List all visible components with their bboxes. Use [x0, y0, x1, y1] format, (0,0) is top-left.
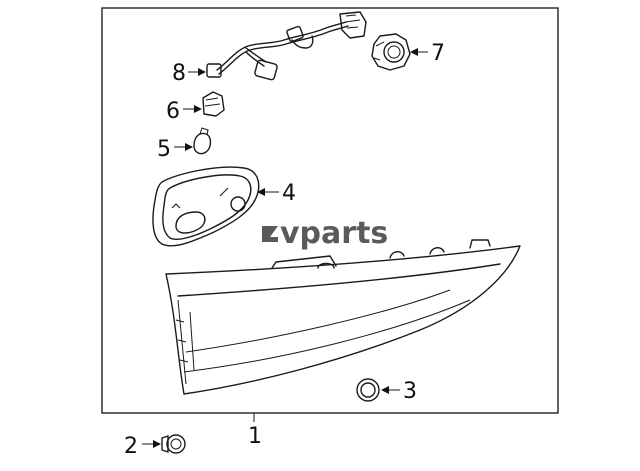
- callout-8: 8: [172, 61, 186, 86]
- callout-5: 5: [157, 137, 171, 162]
- callout-7: 7: [431, 41, 445, 66]
- part-5-bulb: [193, 127, 212, 155]
- part-2-clip: [161, 434, 186, 454]
- part-1-lamp-housing: [165, 239, 521, 395]
- part-7-socket: [371, 33, 411, 71]
- watermark-text: vparts: [280, 216, 388, 251]
- part-4-gasket: [152, 166, 260, 247]
- callout-2: 2: [124, 434, 138, 459]
- assembly-frame: [101, 7, 559, 414]
- part-6-bulb-socket: [202, 91, 225, 117]
- callout-3: 3: [403, 379, 417, 404]
- watermark-logo-icon: [262, 226, 278, 242]
- callout-4: 4: [282, 181, 296, 206]
- part-3-grommet: [356, 378, 380, 402]
- callout-6: 6: [166, 99, 180, 124]
- part-8-wiring-harness: [206, 11, 367, 81]
- watermark: vparts: [262, 216, 388, 251]
- callout-1: 1: [248, 424, 262, 449]
